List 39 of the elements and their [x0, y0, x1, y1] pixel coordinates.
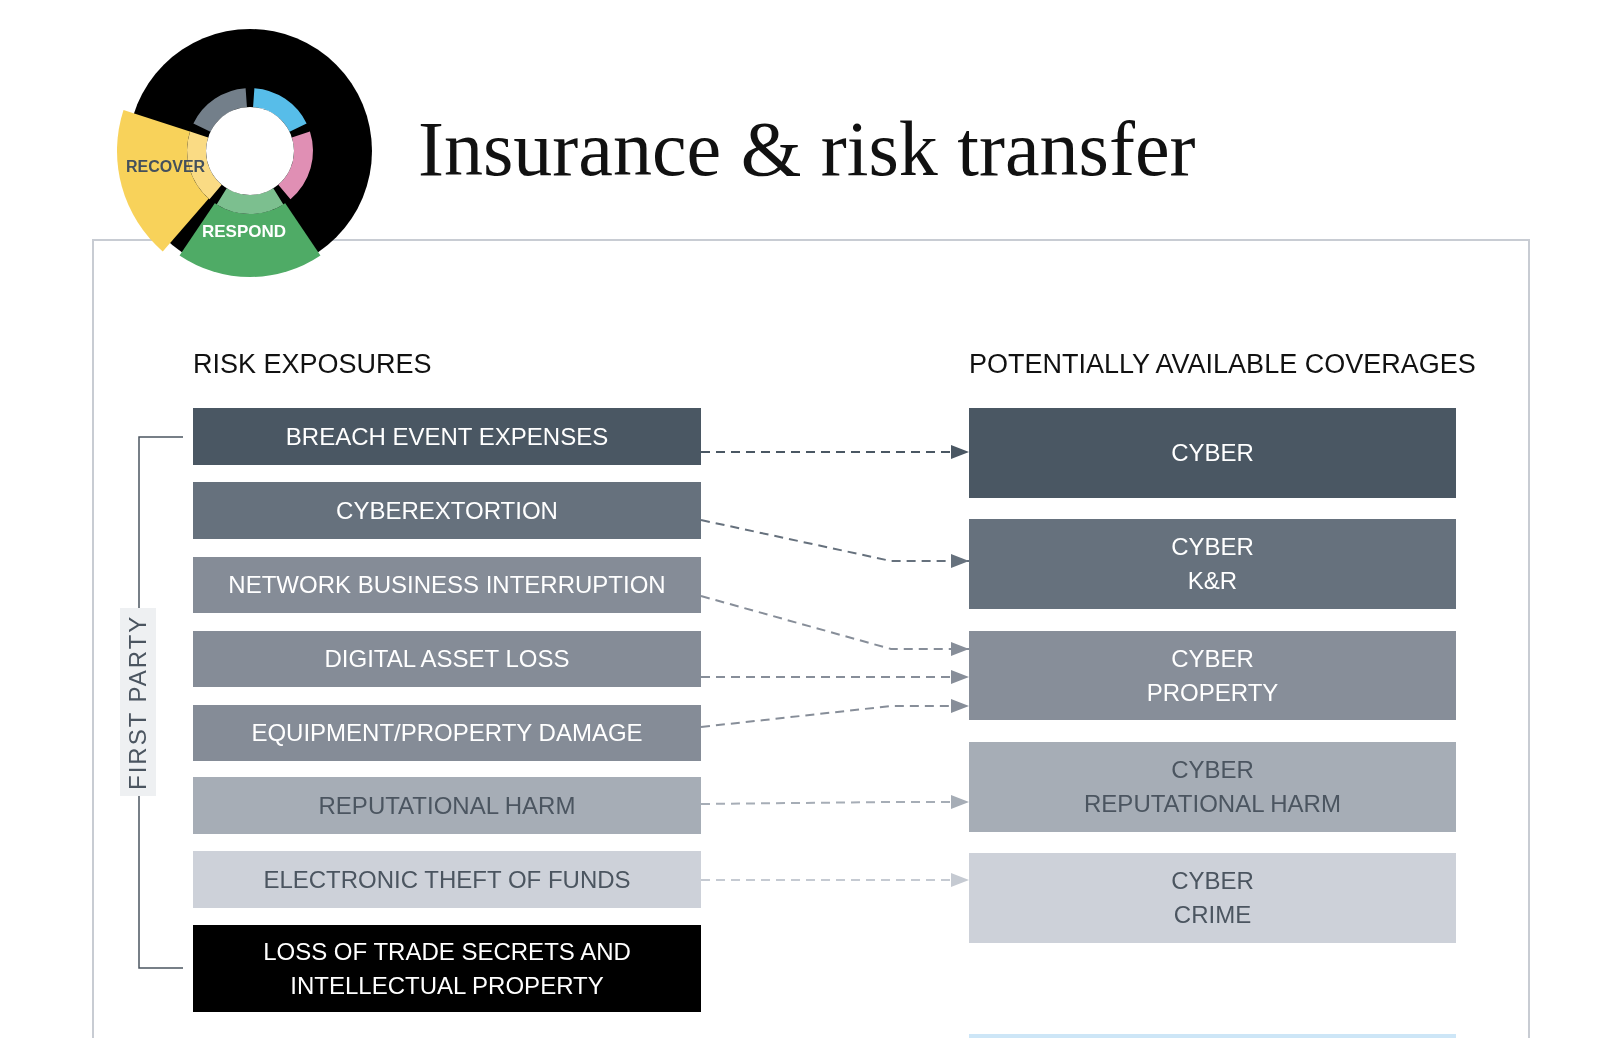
box-label: BREACH EVENT EXPENSES	[285, 421, 609, 452]
coverage-box	[969, 408, 1456, 498]
risk-exposure-box	[193, 557, 701, 613]
box-label: CYBEREXTORTION	[336, 495, 558, 526]
box-label: EQUIPMENT/PROPERTY DAMAGE	[251, 718, 643, 748]
coverage-box	[969, 519, 1456, 609]
risk-exposure-box	[193, 925, 701, 1012]
column-heading: POTENTIALLY AVAILABLE COVERAGES	[969, 349, 1476, 380]
risk-exposure-box	[193, 408, 701, 465]
coverage-box	[969, 631, 1456, 720]
ring-segment-label: RESPOND	[202, 222, 287, 242]
arrow	[700, 595, 970, 656]
box-label: NETWORK BUSINESS INTERRUPTION	[228, 570, 666, 600]
page-title: Insurance & risk transfer	[418, 104, 1196, 194]
box-label: REPUTATIONAL HARM	[318, 790, 576, 821]
box-label: DIGITAL ASSET LOSS	[324, 644, 570, 674]
box-label: CYBER	[1171, 438, 1254, 468]
coverage-box	[969, 853, 1456, 943]
box-label: CYBER REPUTATIONAL HARM	[1084, 755, 1341, 819]
box-label: CYBER CRIME	[1171, 866, 1254, 930]
box-label: LOSS OF TRADE SECRETS AND INTELLECTUAL PROPERTY	[262, 936, 632, 1001]
column-heading: RISK EXPOSURES	[193, 349, 432, 380]
arrow	[700, 699, 970, 728]
arrow	[700, 519, 970, 568]
arrow	[700, 445, 970, 459]
risk-exposure-box	[193, 705, 701, 761]
arrow	[700, 795, 970, 809]
risk-exposure-box	[193, 482, 701, 539]
box-label: CYBER PROPERTY	[1146, 643, 1279, 708]
risk-exposure-box	[193, 851, 701, 908]
risk-exposure-box	[193, 777, 701, 834]
risk-exposure-box	[193, 631, 701, 687]
bracket-label: FIRST PARTY	[120, 608, 156, 796]
arrow	[700, 873, 970, 887]
ring-segment-label: RECOVER	[126, 158, 206, 176]
arrow	[700, 670, 970, 684]
coverage-box	[969, 742, 1456, 832]
box-label: CYBER K&R	[1171, 532, 1254, 596]
box-label: ELECTRONIC THEFT OF FUNDS	[263, 864, 631, 895]
